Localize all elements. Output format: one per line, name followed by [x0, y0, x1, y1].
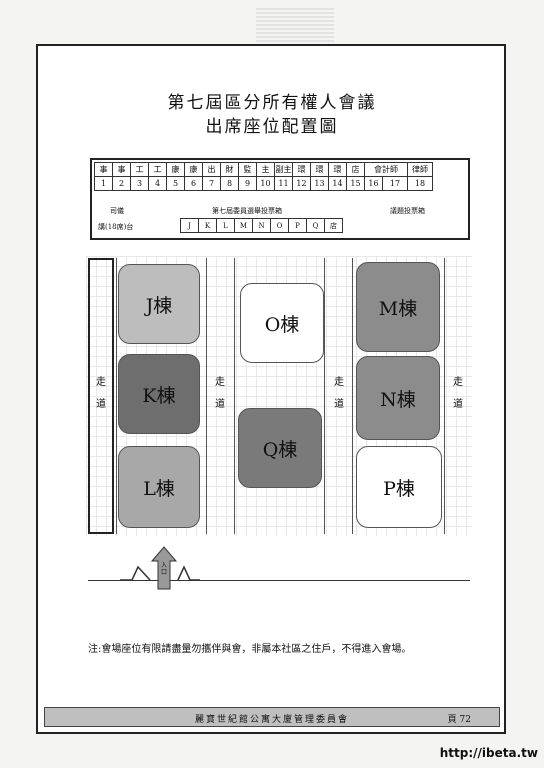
seat-number: 15: [346, 176, 365, 191]
building-n: N棟: [356, 356, 440, 440]
role-cell: 環: [292, 162, 311, 177]
seat-number: 2: [112, 176, 131, 191]
entrance-arrow-icon: [120, 546, 200, 590]
counter-letter: O: [270, 218, 289, 233]
building-p: P棟: [356, 446, 442, 528]
counter-letter: N: [252, 218, 271, 233]
role-cell: 副主: [274, 162, 293, 177]
footer-org: 麗寶世紀館公寓大廈管理委員會: [194, 715, 349, 725]
building-m: M棟: [356, 262, 440, 352]
host-label: 司儀: [110, 207, 124, 215]
seat-number: 12: [292, 176, 311, 191]
role-cell: 事: [94, 162, 113, 177]
floor-line: [88, 580, 470, 581]
seat-number: 6: [184, 176, 203, 191]
topic-ballot-box-label: 議題投票箱: [390, 207, 425, 215]
left-aisle-wall: [88, 258, 114, 534]
footer-page-number: 頁 72: [447, 715, 471, 725]
column-divider: [206, 258, 207, 534]
stage-label: 講(18席)台: [98, 223, 134, 231]
counter-letter: L: [216, 218, 235, 233]
aisle-label-3: 走道: [334, 377, 344, 410]
watermark-url: http://ibeta.tw: [439, 746, 538, 760]
role-cell: 主: [256, 162, 275, 177]
building-k: K棟: [118, 354, 200, 434]
seat-number: 11: [274, 176, 293, 191]
role-cell: 事: [112, 162, 131, 177]
role-cell: 店: [346, 162, 365, 177]
seat-table: 事 事 工 工 康 康 出 財 監 主 副主 環 環 環 店 會計師 律師 1 …: [94, 162, 433, 191]
role-cell: 工: [148, 162, 167, 177]
column-divider: [444, 258, 445, 534]
seat-number: 9: [238, 176, 257, 191]
building-l: L棟: [118, 446, 200, 528]
seat-number: 8: [220, 176, 239, 191]
counter-letters: J K L M N O P Q 店: [180, 218, 343, 233]
page-footer: 麗寶世紀館公寓大廈管理委員會 頁 72: [44, 707, 500, 727]
seat-number: 18: [407, 176, 433, 191]
page-subtitle: 出席座位配置圖: [205, 117, 339, 137]
counter-letter: J: [180, 218, 199, 233]
column-divider: [352, 258, 353, 534]
role-cell: 環: [328, 162, 347, 177]
role-cell: 財: [220, 162, 239, 177]
aisle-label-2: 走道: [215, 377, 225, 410]
role-cell: 工: [130, 162, 149, 177]
role-cell: 出: [202, 162, 221, 177]
role-cell: 康: [184, 162, 203, 177]
building-q: Q棟: [238, 408, 322, 488]
seat-number: 1: [94, 176, 113, 191]
committee-ballot-box-label: 第七屆委員選舉投票箱: [212, 207, 282, 215]
counter-letter: 店: [324, 218, 343, 233]
seat-number: 14: [328, 176, 347, 191]
aisle-label-4: 走道: [453, 377, 463, 410]
entrance-label: 入口: [160, 562, 167, 576]
seat-number: 3: [130, 176, 149, 191]
role-cell: 監: [238, 162, 257, 177]
seat-number: 17: [382, 176, 408, 191]
counter-letter: M: [234, 218, 253, 233]
attendance-note: 注:會場座位有限請盡量勿攜伴與會，非屬本社區之住戶，不得進入會場。: [88, 644, 412, 655]
seat-number: 4: [148, 176, 167, 191]
counter-letter: Q: [306, 218, 325, 233]
role-cell: 會計師: [364, 162, 408, 177]
role-cell: 康: [166, 162, 185, 177]
building-j: J棟: [118, 264, 200, 344]
seat-number: 7: [202, 176, 221, 191]
seating-header-box: 事 事 工 工 康 康 出 財 監 主 副主 環 環 環 店 會計師 律師 1 …: [90, 158, 470, 240]
aisle-label-1: 走道: [96, 377, 106, 410]
seat-number: 16: [364, 176, 383, 191]
seat-number: 10: [256, 176, 275, 191]
column-divider: [324, 258, 325, 534]
counter-letter: K: [198, 218, 217, 233]
column-divider: [234, 258, 235, 534]
role-cell: 環: [310, 162, 329, 177]
seat-number: 5: [166, 176, 185, 191]
building-o: O棟: [240, 283, 324, 363]
counter-letter: P: [288, 218, 307, 233]
seat-number: 13: [310, 176, 329, 191]
role-cell: 律師: [407, 162, 433, 177]
page-title: 第七屆區分所有權人會議: [167, 93, 377, 113]
column-divider: [116, 258, 117, 534]
